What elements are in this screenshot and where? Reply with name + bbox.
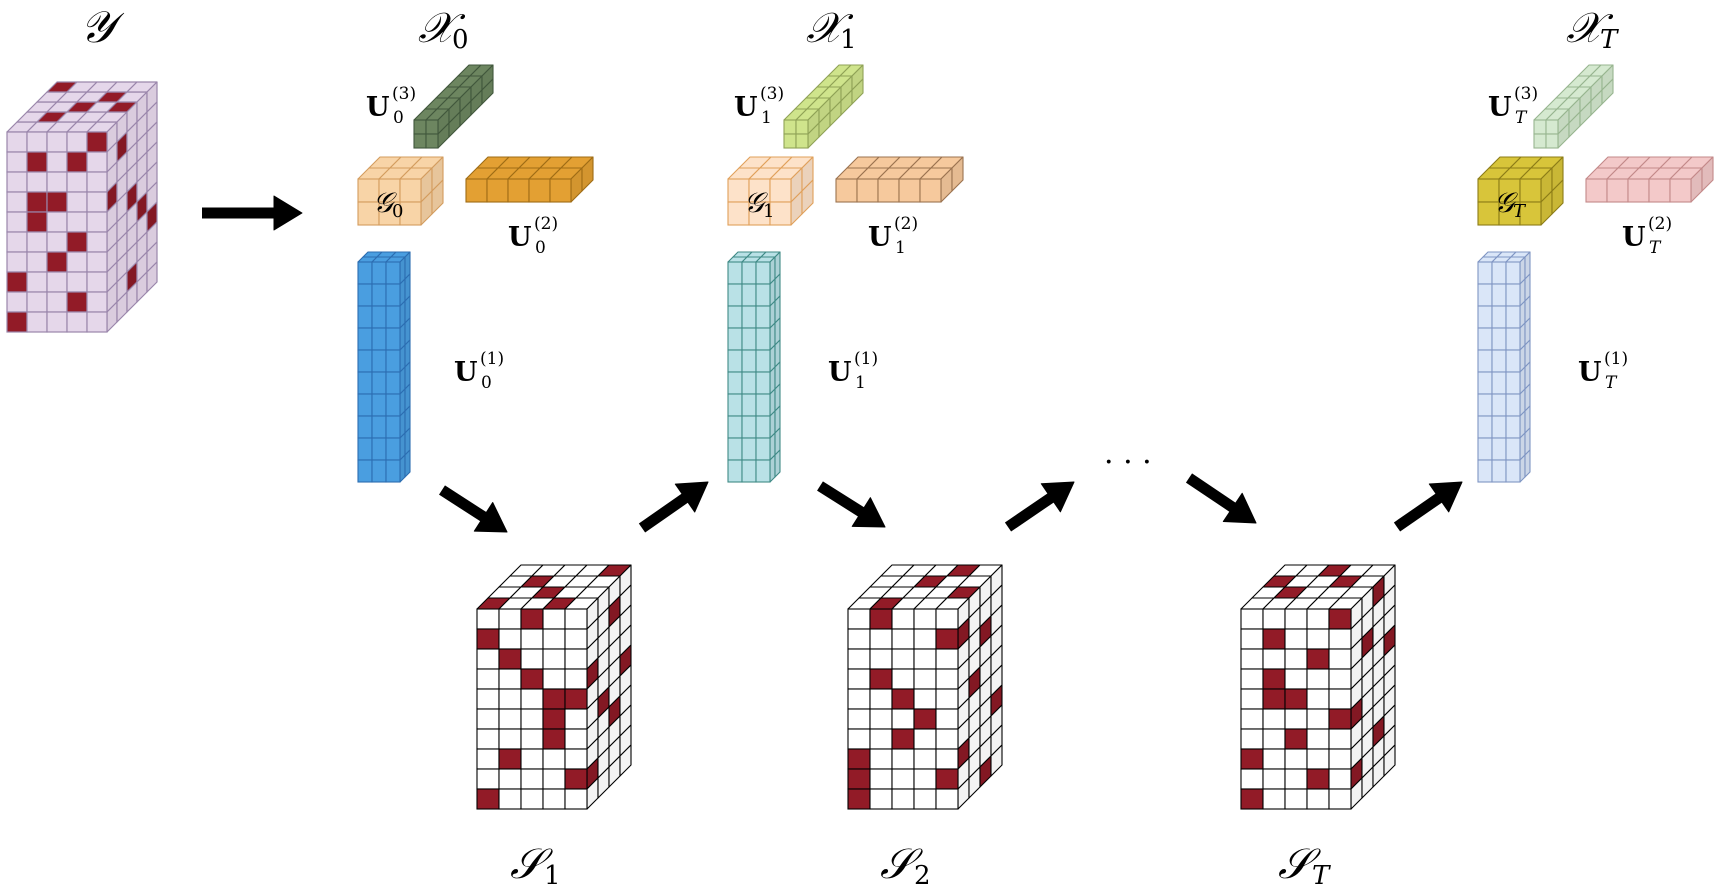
- x1-label-sub: 1: [840, 25, 857, 55]
- xT-u3-label: U: [1488, 92, 1512, 123]
- x0-u3-label: U: [366, 92, 390, 123]
- xT-u1-sub: T: [1605, 373, 1618, 393]
- arrow-dots-to-sT: [1185, 473, 1257, 524]
- x1-u3-sub: 1: [761, 108, 772, 128]
- x1-u2-sup: (2): [894, 214, 918, 234]
- arrow-y-to-x0: [202, 195, 303, 231]
- arrow-s2-to-dots: [1004, 481, 1075, 532]
- x0-u2-sup: (2): [534, 214, 558, 234]
- arrow-s1-to-x1: [638, 481, 709, 533]
- x0-u2-factor: [465, 156, 594, 203]
- x0-u1-factor: [357, 251, 411, 483]
- xT-u3-sub: T: [1515, 108, 1528, 128]
- g1-label-sub: 1: [763, 201, 774, 222]
- x1-u1-sup: (1): [854, 349, 878, 369]
- x0-core: [357, 156, 444, 226]
- arrow-x1-to-s2: [817, 481, 886, 528]
- x0-u3-sup: (3): [392, 84, 416, 104]
- x0-u2-label: U: [508, 222, 532, 253]
- arrow-sT-to-xT: [1393, 481, 1463, 532]
- x1-u3-factor: [783, 64, 864, 149]
- xT-u3-sup: (3): [1514, 84, 1538, 104]
- s2-tensor: [847, 564, 1003, 810]
- x0-u1-sub: 0: [481, 373, 492, 393]
- g0-label-sub: 0: [392, 201, 403, 222]
- xT-u3-factor: [1533, 64, 1614, 149]
- x0-label-sub: 0: [452, 25, 469, 55]
- s1-label-sub: 1: [544, 861, 561, 890]
- s2-label-sub: 2: [914, 861, 931, 890]
- gT-label-sub: T: [1513, 201, 1527, 222]
- x1-u2-label: U: [868, 222, 892, 253]
- sT-tensor: [1240, 564, 1396, 810]
- xT-u2-sub: T: [1649, 238, 1662, 258]
- tensor-shapes: [6, 64, 1714, 810]
- x1-u1-sub: 1: [855, 373, 866, 393]
- arrows: [202, 195, 1463, 533]
- x0-u3-factor: [413, 64, 494, 149]
- x0-u3-sub: 0: [393, 108, 404, 128]
- y-tensor-label: 𝒴: [80, 2, 125, 53]
- x0-u1-sup: (1): [480, 349, 504, 369]
- x1-u3-sup: (3): [760, 84, 784, 104]
- x1-u2-sub: 1: [895, 238, 906, 258]
- x0-u1-label: U: [454, 357, 478, 388]
- ellipsis: · · ·: [1104, 445, 1152, 480]
- xT-u1-factor: [1477, 251, 1531, 483]
- x1-u3-label: U: [734, 92, 758, 123]
- x1-u1-factor: [727, 251, 781, 483]
- x1-core: [727, 156, 814, 226]
- xT-u2-sup: (2): [1648, 214, 1672, 234]
- x1-u1-label: U: [828, 357, 852, 388]
- xT-label-sub: T: [1600, 25, 1619, 55]
- xT-u1-sup: (1): [1604, 349, 1628, 369]
- xT-u2-label: U: [1622, 222, 1646, 253]
- xT-u1-label: U: [1578, 357, 1602, 388]
- x0-u2-sub: 0: [535, 238, 546, 258]
- y-tensor: [6, 81, 158, 333]
- arrow-x0-to-s1: [439, 485, 508, 533]
- sT-label-sub: T: [1312, 861, 1331, 890]
- s1-tensor: [476, 564, 632, 810]
- xT-u2-factor: [1585, 156, 1714, 203]
- x1-u2-factor: [835, 156, 964, 203]
- xT-core: [1477, 156, 1564, 226]
